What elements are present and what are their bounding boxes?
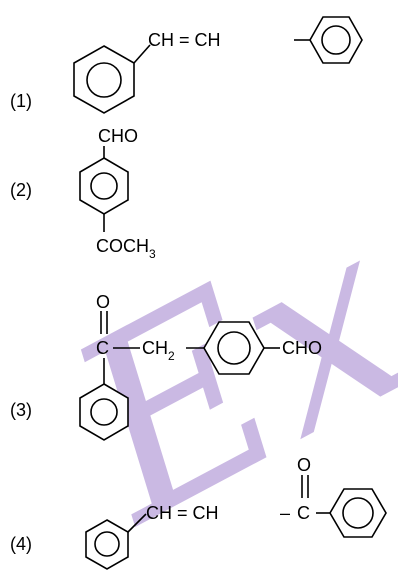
option-4-oxygen-label: O	[297, 455, 311, 475]
option-4-bridge-label: CH = CH	[146, 503, 219, 523]
option-1-number: (1)	[10, 91, 32, 111]
option-2-number: (2)	[10, 180, 32, 200]
option-4-benzene-right	[329, 488, 387, 538]
option-4-dash-label: –	[280, 503, 290, 523]
option-4-carbon-label: C	[297, 503, 310, 523]
option-4-number: (4)	[10, 534, 32, 554]
option-2: (2) CHO COCH3	[10, 126, 156, 261]
option-3-ch2-label: CH2	[142, 338, 175, 363]
option-3-oxygen-label: O	[96, 292, 110, 312]
option-3-benzene-bottom	[79, 383, 129, 441]
option-4: (4) CH = CH – C O	[10, 455, 387, 570]
option-3-number: (3)	[10, 400, 32, 420]
option-2-benzene	[79, 157, 129, 215]
option-4-benzene-left	[85, 519, 129, 570]
option-1-benzene-left	[73, 45, 135, 114]
option-1-benzene-right	[309, 16, 363, 64]
option-4-bond-left	[127, 513, 147, 533]
option-1: (1) CH = CH	[10, 16, 363, 114]
option-2-bottom-label: COCH3	[96, 236, 156, 261]
option-1-bond-left	[133, 44, 151, 64]
option-2-top-label: CHO	[98, 126, 138, 146]
option-3-aldehyde-label: CHO	[282, 338, 322, 358]
option-3-carbon-label: C	[96, 338, 109, 358]
option-1-bridge-label: CH = CH	[148, 30, 221, 50]
option-3: (3) O C CH2 CHO	[10, 292, 322, 441]
